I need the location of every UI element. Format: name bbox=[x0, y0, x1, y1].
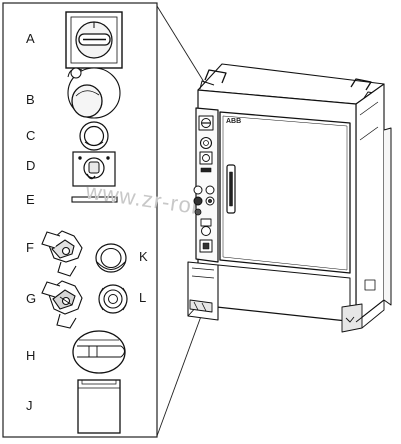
callout-l: L bbox=[139, 290, 146, 305]
callout-d: D bbox=[26, 158, 35, 173]
connector-f-icon bbox=[41, 230, 83, 277]
controller-cabinet bbox=[187, 63, 392, 333]
callout-c: C bbox=[26, 128, 35, 143]
brand-logo: ABB bbox=[226, 118, 241, 125]
callout-j: J bbox=[26, 398, 33, 413]
callout-e: E bbox=[26, 192, 35, 207]
strip-part-icon bbox=[71, 196, 118, 203]
push-button-icon bbox=[79, 121, 109, 151]
callout-h: H bbox=[26, 348, 35, 363]
connector-k-icon bbox=[95, 243, 127, 273]
callout-k: K bbox=[139, 249, 148, 264]
connector-l-icon bbox=[98, 284, 128, 314]
connector-g-icon bbox=[41, 280, 83, 329]
round-cover-icon bbox=[72, 330, 126, 374]
emergency-stop-icon bbox=[67, 67, 121, 119]
rect-cover-icon bbox=[77, 379, 121, 434]
main-switch-icon bbox=[65, 11, 123, 69]
mode-selector-icon bbox=[72, 151, 116, 187]
callout-g: G bbox=[26, 291, 36, 306]
callout-b: B bbox=[26, 92, 35, 107]
callout-a: A bbox=[26, 31, 35, 46]
callout-f: F bbox=[26, 240, 34, 255]
